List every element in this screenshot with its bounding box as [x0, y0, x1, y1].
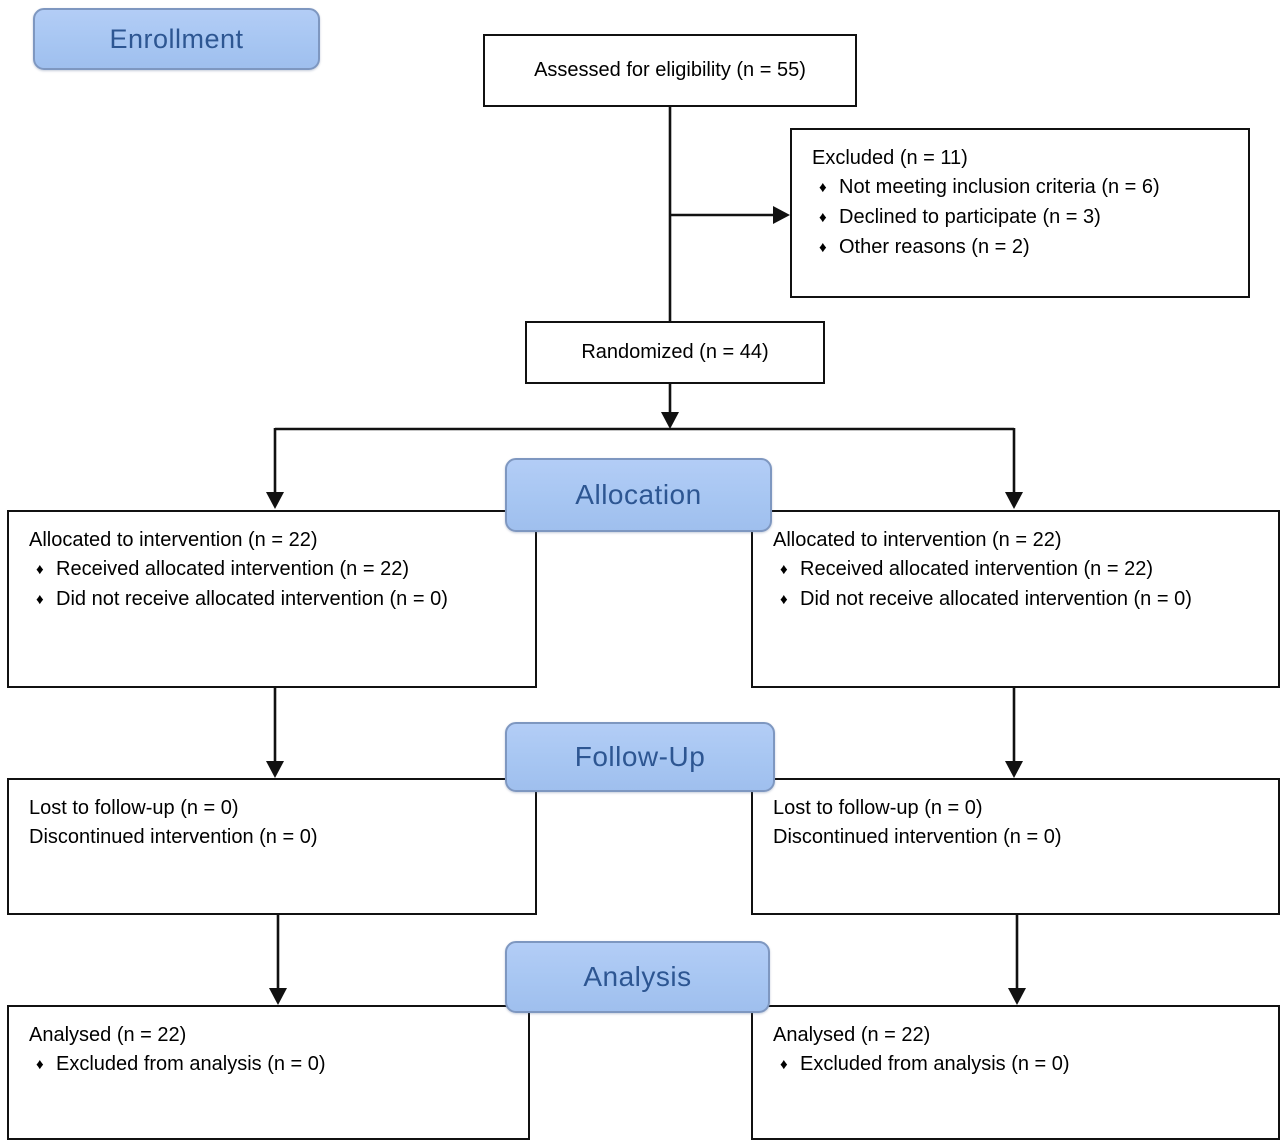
excluded-item-text: Other reasons (n = 2): [839, 236, 1030, 258]
excluded-item-text: Not meeting inclusion criteria (n = 6): [839, 176, 1160, 198]
allocation-left-title: Allocated to intervention (n = 22): [29, 529, 318, 551]
diamond-bullet-icon: ♦: [819, 239, 827, 256]
stage-label-allocation: Allocation: [505, 458, 772, 532]
bullet-item: ♦ Did not receive allocated intervention…: [29, 585, 517, 615]
diamond-bullet-icon: ♦: [819, 179, 827, 196]
diamond-bullet-icon: ♦: [780, 591, 788, 608]
flow-arrowheads: [266, 206, 1026, 1005]
randomized-box: Randomized (n = 44): [525, 321, 825, 384]
diamond-bullet-icon: ♦: [36, 591, 44, 608]
bullet-item: ♦ Not meeting inclusion criteria (n = 6): [812, 173, 1230, 203]
allocation-left-item-text: Did not receive allocated intervention (…: [56, 588, 448, 610]
analysis-left-item-text: Excluded from analysis (n = 0): [56, 1053, 326, 1075]
assessed-text: Assessed for eligibility (n = 55): [534, 59, 806, 81]
analysis-left-box: Analysed (n = 22) ♦ Excluded from analys…: [7, 1005, 530, 1140]
allocation-right-item-text: Received allocated intervention (n = 22): [800, 558, 1153, 580]
stage-label-analysis: Analysis: [505, 941, 770, 1013]
bullet-item: ♦ Did not receive allocated intervention…: [773, 585, 1260, 615]
stage-label-allocation-text: Allocation: [575, 479, 702, 510]
diamond-bullet-icon: ♦: [36, 1056, 44, 1073]
bullet-item: ♦ Other reasons (n = 2): [812, 233, 1230, 263]
followup-right-line: Discontinued intervention (n = 0): [773, 826, 1062, 848]
stage-label-analysis-text: Analysis: [583, 961, 692, 992]
allocation-left-item-text: Received allocated intervention (n = 22): [56, 558, 409, 580]
allocation-right-title: Allocated to intervention (n = 22): [773, 529, 1062, 551]
analysis-left-title: Analysed (n = 22): [29, 1024, 187, 1046]
flow-lines: [273, 107, 1019, 990]
analysis-right-box: Analysed (n = 22) ♦ Excluded from analys…: [751, 1005, 1280, 1140]
excluded-title: Excluded (n = 11): [812, 147, 968, 169]
randomized-text: Randomized (n = 44): [581, 341, 769, 363]
stage-label-followup-text: Follow-Up: [574, 741, 706, 772]
followup-left-line: Lost to follow-up (n = 0): [29, 797, 239, 819]
diamond-bullet-icon: ♦: [780, 1056, 788, 1073]
diamond-bullet-icon: ♦: [780, 561, 788, 578]
bullet-item: ♦ Excluded from analysis (n = 0): [29, 1050, 510, 1080]
stage-label-enrollment: Enrollment: [33, 8, 320, 70]
assessed-box: Assessed for eligibility (n = 55): [483, 34, 857, 107]
stage-label-enrollment-text: Enrollment: [109, 23, 244, 54]
bullet-item: ♦ Received allocated intervention (n = 2…: [773, 555, 1260, 585]
bullet-item: ♦ Excluded from analysis (n = 0): [773, 1050, 1260, 1080]
excluded-item-text: Declined to participate (n = 3): [839, 206, 1101, 228]
analysis-right-title: Analysed (n = 22): [773, 1024, 931, 1046]
allocation-right-item-text: Did not receive allocated intervention (…: [800, 588, 1192, 610]
bullet-item: ♦ Received allocated intervention (n = 2…: [29, 555, 517, 585]
followup-right-box: Lost to follow-up (n = 0) Discontinued i…: [751, 778, 1280, 915]
followup-right-line: Lost to follow-up (n = 0): [773, 797, 983, 819]
followup-left-box: Lost to follow-up (n = 0) Discontinued i…: [7, 778, 537, 915]
bullet-item: ♦ Declined to participate (n = 3): [812, 203, 1230, 233]
excluded-box: Excluded (n = 11) ♦ Not meeting inclusio…: [790, 128, 1250, 298]
allocation-right-box: Allocated to intervention (n = 22) ♦ Rec…: [751, 510, 1280, 688]
followup-left-line: Discontinued intervention (n = 0): [29, 826, 318, 848]
analysis-right-item-text: Excluded from analysis (n = 0): [800, 1053, 1070, 1075]
allocation-left-box: Allocated to intervention (n = 22) ♦ Rec…: [7, 510, 537, 688]
diamond-bullet-icon: ♦: [819, 209, 827, 226]
stage-label-followup: Follow-Up: [505, 722, 775, 792]
diamond-bullet-icon: ♦: [36, 561, 44, 578]
